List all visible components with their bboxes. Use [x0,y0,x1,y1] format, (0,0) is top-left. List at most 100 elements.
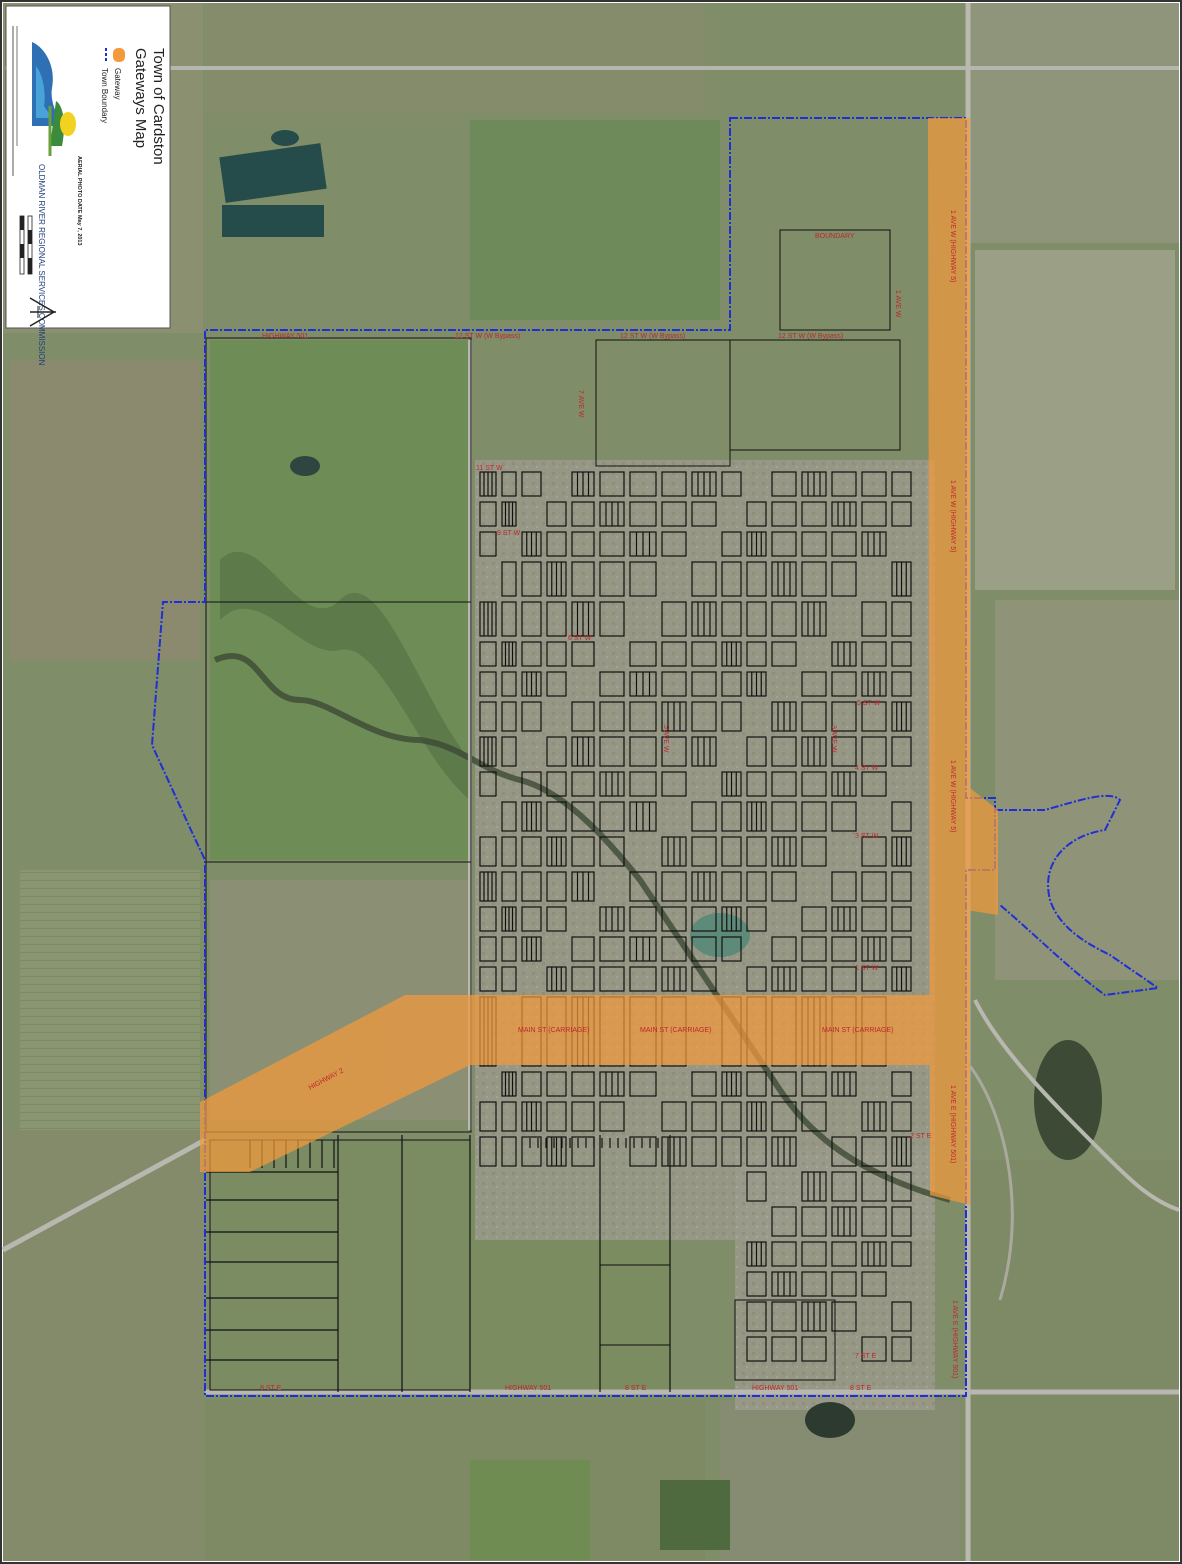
town-block [546,871,567,902]
town-block [599,531,625,557]
town-block [479,701,497,732]
town-block [801,501,827,527]
town-block [721,701,742,732]
label-3-ave-w: 3 AVE W [830,725,837,753]
town-block [546,736,567,767]
town-block [691,1071,717,1097]
gateway-highway5-bulge [966,785,998,915]
agency-name: OLDMAN RIVER REGIONAL SERVICES COMMISSIO… [37,164,46,366]
agency-logo [32,42,76,156]
north-arrow-icon [29,297,56,327]
town-block [721,471,742,497]
town-block [629,871,657,902]
town-block [891,801,912,832]
aerial-photo [1,3,1180,1561]
town-block [571,966,595,992]
town-block [571,936,595,962]
town-block [629,1071,657,1097]
town-block [861,966,887,992]
town-block [546,771,567,797]
town-block [831,936,857,962]
town-block [771,871,797,902]
town-block [546,906,567,932]
town-block [629,701,657,732]
town-block [891,1101,912,1132]
town-block [891,671,912,697]
town-block [661,471,687,497]
town-block [479,906,497,932]
town-block [521,561,542,597]
label-3-st-w: 3 ST W [855,833,879,840]
town-block [746,736,767,767]
town-block [831,736,857,767]
town-block [861,736,887,767]
town-block [861,601,887,637]
town-block [521,836,542,867]
town-block [746,906,767,932]
label-11-st-w: 11 ST W [476,465,503,472]
town-block [571,1101,595,1132]
town-block [546,671,567,697]
town-block [891,871,912,902]
town-block [861,1171,887,1202]
town-block [831,1271,857,1297]
town-block [861,1206,887,1237]
town-block [479,641,497,667]
town-block [691,501,717,527]
town-block [661,671,687,697]
town-block [721,836,742,867]
town-block [479,966,497,992]
town-block [521,601,542,637]
town-block [599,966,625,992]
label-4-st-w: 4 ST W [855,765,879,772]
town-block [771,801,797,832]
town-block [861,1336,887,1362]
town-block [801,1206,827,1237]
gateway-main-street [405,995,968,1065]
town-block [661,641,687,667]
town-block [771,1101,797,1132]
town-block [661,601,687,637]
town-block [771,531,797,557]
town-block [521,471,542,497]
town-block [746,561,767,597]
label-ave-1-w-hwy5-north: 1 AVE W (HIGHWAY 5) [949,210,956,282]
label-8-st-e-1: 8 ST E [260,1385,282,1392]
town-block [771,1301,797,1332]
town-block [771,936,797,962]
town-block [661,771,687,797]
town-block [891,736,912,767]
town-block [831,471,857,497]
town-block [861,641,887,667]
label-highway-501-east: HIGHWAY 501 [752,1385,798,1392]
town-block [691,1136,717,1167]
town-block [571,701,595,732]
label-ave-1-e-hwy501-south: 1 AVE E (HIGHWAY 501) [951,1300,958,1378]
town-block [521,701,542,732]
town-block [831,531,857,557]
label-1-ave-w: 1 AVE W [894,290,901,318]
gateway-highway2 [200,995,470,1172]
town-block [521,641,542,667]
town-block [691,1101,717,1132]
label-boundary: BOUNDARY [815,233,855,240]
town-block [721,601,742,637]
town-block [891,1336,912,1362]
town-block [571,501,595,527]
town-block [831,561,857,597]
town-block [661,906,687,932]
town-block [501,1136,517,1167]
town-block [629,471,657,497]
town-block [801,836,827,867]
label-7-ave-w: 7 AVE W [577,390,584,418]
town-block [801,771,827,797]
label-highway-501-west: HIGHWAY 501 [505,1385,551,1392]
town-block [599,1101,625,1132]
town-block [891,936,912,962]
town-block [599,561,625,597]
town-block [746,771,767,797]
town-block [629,641,657,667]
town-block [746,1271,767,1297]
town-block [546,1071,567,1097]
label-8-st-e-2: 8 ST E [625,1385,647,1392]
